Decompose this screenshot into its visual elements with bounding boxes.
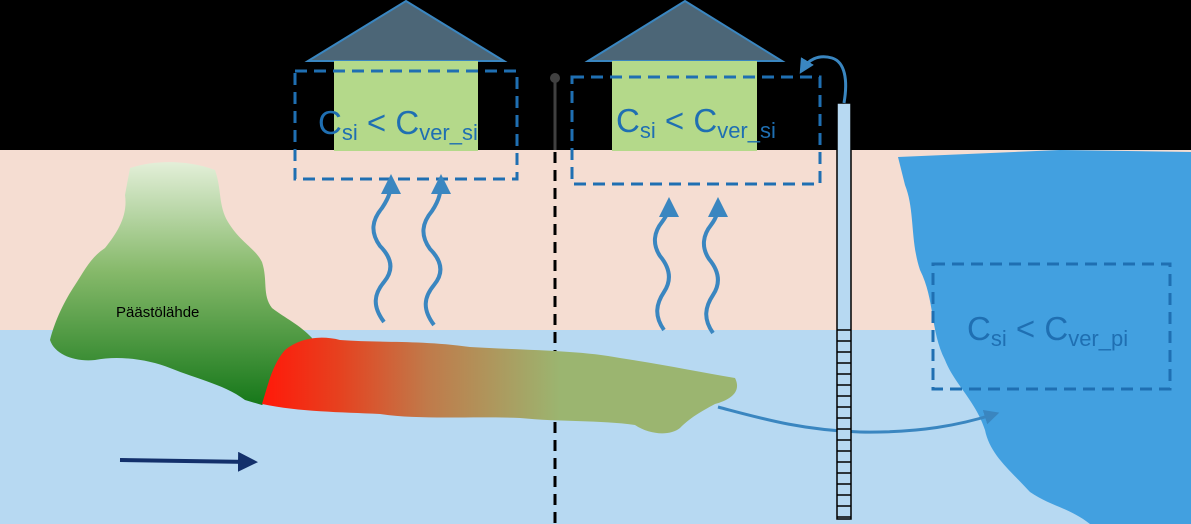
house-right-dashed-box: [570, 75, 822, 186]
groundwater-flow-arrow-icon: [119, 451, 258, 472]
source-area: [50, 162, 312, 405]
discharge-arrow-icon: [717, 405, 1000, 434]
vapour-arrow-icon: [702, 197, 728, 335]
contaminant-plume: [262, 337, 738, 434]
monitoring-well-icon: [836, 102, 852, 520]
vapour-arrow-icon: [371, 174, 401, 324]
surface-water: [898, 150, 1191, 524]
well-pumping-arrow-icon: [799, 55, 848, 104]
source-label: Päästölähde: [116, 304, 200, 321]
house-left-dashed-box: [293, 69, 519, 181]
house-left-formula: Csi < Cver_si: [318, 104, 478, 145]
surface-water-dashed-box: [931, 262, 1172, 391]
vapour-arrow-icon: [653, 197, 679, 332]
surface-water-formula: Csi < Cver_pi: [967, 310, 1129, 351]
sky: [0, 0, 1191, 150]
house-right-formula: Csi < Cver_si: [616, 102, 776, 143]
vapour-arrow-icon: [421, 174, 451, 327]
boundary-marker-icon: [550, 73, 560, 524]
house-left-icon: [304, 0, 508, 151]
